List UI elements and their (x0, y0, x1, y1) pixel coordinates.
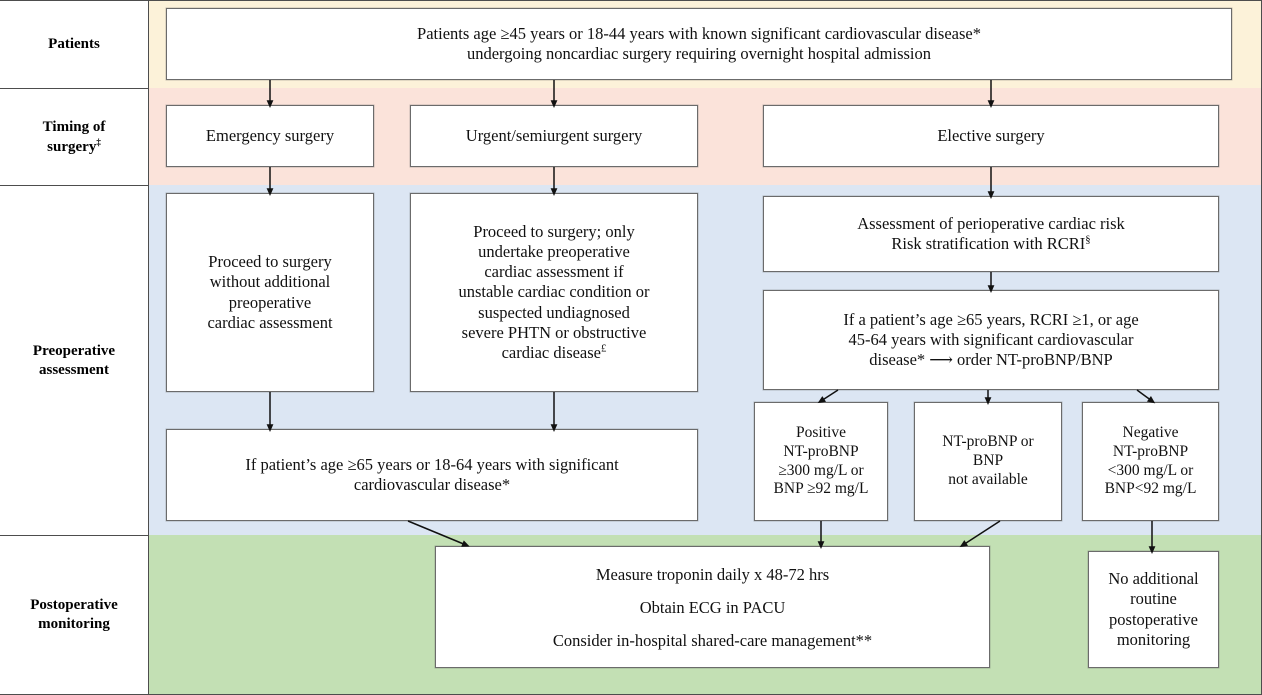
node-risk-assessment-line2: Risk stratification with RCRI (891, 234, 1086, 253)
node-postoperative-monitoring: Measure troponin daily x 48-72 hrs Obtai… (435, 546, 990, 668)
node-urgent-proceed-line7: cardiac disease (501, 342, 602, 362)
node-age-criteria-left-line1: If patient’s age ≥65 years or 18-64 year… (245, 454, 619, 474)
node-patients: Patients age ≥45 years or 18-44 years wi… (166, 8, 1232, 80)
node-positive-bnp-line3: ≥300 mg/L or (778, 461, 864, 479)
node-urgent-proceed-line1: Proceed to surgery; only (473, 222, 635, 242)
node-negative-bnp-line2: NT-proBNP (1112, 442, 1189, 460)
row-label-postop-line1: Postoperative (30, 597, 118, 614)
node-patients-line1: Patients age ≥45 years or 18-44 years wi… (417, 23, 981, 43)
row-label-timing-line1: Timing of (42, 118, 106, 135)
node-urgent-proceed-line3: cardiac assessment if (484, 262, 624, 282)
row-label-timing-of-surgery: Timing of surgery‡ (0, 88, 149, 186)
node-urgent-surgery-label: Urgent/semiurgent surgery (465, 125, 643, 145)
node-age-criteria-left-line2: cardiovascular disease* (353, 475, 511, 494)
node-urgent-proceed-line4: unstable cardiac condition or (458, 282, 650, 302)
node-no-monitoring-line1: No additional (1108, 569, 1199, 589)
node-age-criteria-left: If patient’s age ≥65 years or 18-64 year… (166, 429, 698, 521)
node-urgent-proceed-line6: severe PHTN or obstructive (461, 322, 647, 342)
node-order-bnp-line2: 45-64 years with significant cardiovascu… (848, 329, 1134, 349)
node-urgent-proceed-line2: undertake preoperative (478, 242, 630, 262)
node-urgent-surgery: Urgent/semiurgent surgery (410, 105, 698, 167)
node-emergency-proceed-line4: cardiac assessment (207, 312, 333, 332)
node-postop-monitoring-line1: Measure troponin daily x 48-72 hrs (595, 564, 830, 584)
row-label-patients-text: Patients (48, 36, 100, 53)
pound-footnote-marker: £ (601, 342, 607, 355)
node-positive-bnp-line4: BNP ≥92 mg/L (773, 480, 869, 498)
node-urgent-proceed-line5: suspected undiagnosed (478, 302, 630, 322)
node-no-additional-monitoring: No additional routine postoperative moni… (1088, 551, 1219, 668)
node-emergency-surgery-label: Emergency surgery (205, 125, 335, 145)
node-order-bnp-line3: disease* ⟶ order NT-proBNP/BNP (869, 350, 1113, 370)
node-emergency-proceed-line1: Proceed to surgery (208, 252, 332, 272)
node-order-bnp: If a patient’s age ≥65 years, RCRI ≥1, o… (763, 290, 1219, 390)
row-label-timing-line2: surgery (47, 138, 97, 155)
node-negative-bnp-line3: <300 mg/L or (1107, 461, 1194, 479)
node-emergency-proceed-line3: preoperative (228, 292, 312, 312)
node-risk-assessment-line1: Assessment of perioperative cardiac risk (857, 213, 1125, 233)
node-elective-surgery-label: Elective surgery (937, 125, 1045, 145)
node-bnp-not-available-line2: BNP (972, 452, 1004, 470)
node-negative-bnp: Negative NT-proBNP <300 mg/L or BNP<92 m… (1082, 402, 1219, 521)
node-postop-monitoring-line3: Consider in-hospital shared-care managem… (552, 630, 873, 650)
node-positive-bnp: Positive NT-proBNP ≥300 mg/L or BNP ≥92 … (754, 402, 888, 521)
row-label-preop-line1: Preoperative (32, 342, 116, 359)
row-label-patients: Patients (0, 0, 149, 89)
node-emergency-proceed: Proceed to surgery without additional pr… (166, 193, 374, 392)
row-label-preop-line2: assessment (39, 361, 109, 378)
node-elective-surgery: Elective surgery (763, 105, 1219, 167)
node-no-monitoring-line3: postoperative (1109, 609, 1198, 629)
row-label-postop-line2: monitoring (38, 616, 110, 632)
node-urgent-proceed: Proceed to surgery; only undertake preop… (410, 193, 698, 392)
node-emergency-proceed-line2: without additional (209, 272, 331, 292)
node-emergency-surgery: Emergency surgery (166, 105, 374, 167)
node-negative-bnp-line4: BNP<92 mg/L (1104, 480, 1197, 498)
node-no-monitoring-line2: routine (1130, 589, 1177, 609)
node-patients-line2: undergoing noncardiac surgery requiring … (466, 44, 932, 63)
row-label-preoperative-assessment: Preoperative assessment (0, 185, 149, 536)
node-risk-assessment: Assessment of perioperative cardiac risk… (763, 196, 1219, 272)
double-dagger-footnote-marker: ‡ (96, 136, 101, 147)
node-bnp-not-available-line3: not available (948, 470, 1028, 488)
node-order-bnp-line1: If a patient’s age ≥65 years, RCRI ≥1, o… (843, 309, 1139, 329)
node-positive-bnp-line2: NT-proBNP (783, 442, 859, 460)
node-negative-bnp-line1: Negative (1122, 423, 1179, 441)
node-bnp-not-available: NT-proBNP or BNP not available (914, 402, 1062, 521)
node-positive-bnp-line1: Positive (796, 423, 846, 441)
row-label-postoperative-monitoring: Postoperative monitoring (0, 535, 149, 695)
node-bnp-not-available-line1: NT-proBNP or (942, 433, 1034, 451)
section-footnote-marker: § (1085, 233, 1091, 246)
node-postop-monitoring-line2: Obtain ECG in PACU (639, 597, 786, 617)
node-no-monitoring-line4: monitoring (1116, 629, 1191, 649)
